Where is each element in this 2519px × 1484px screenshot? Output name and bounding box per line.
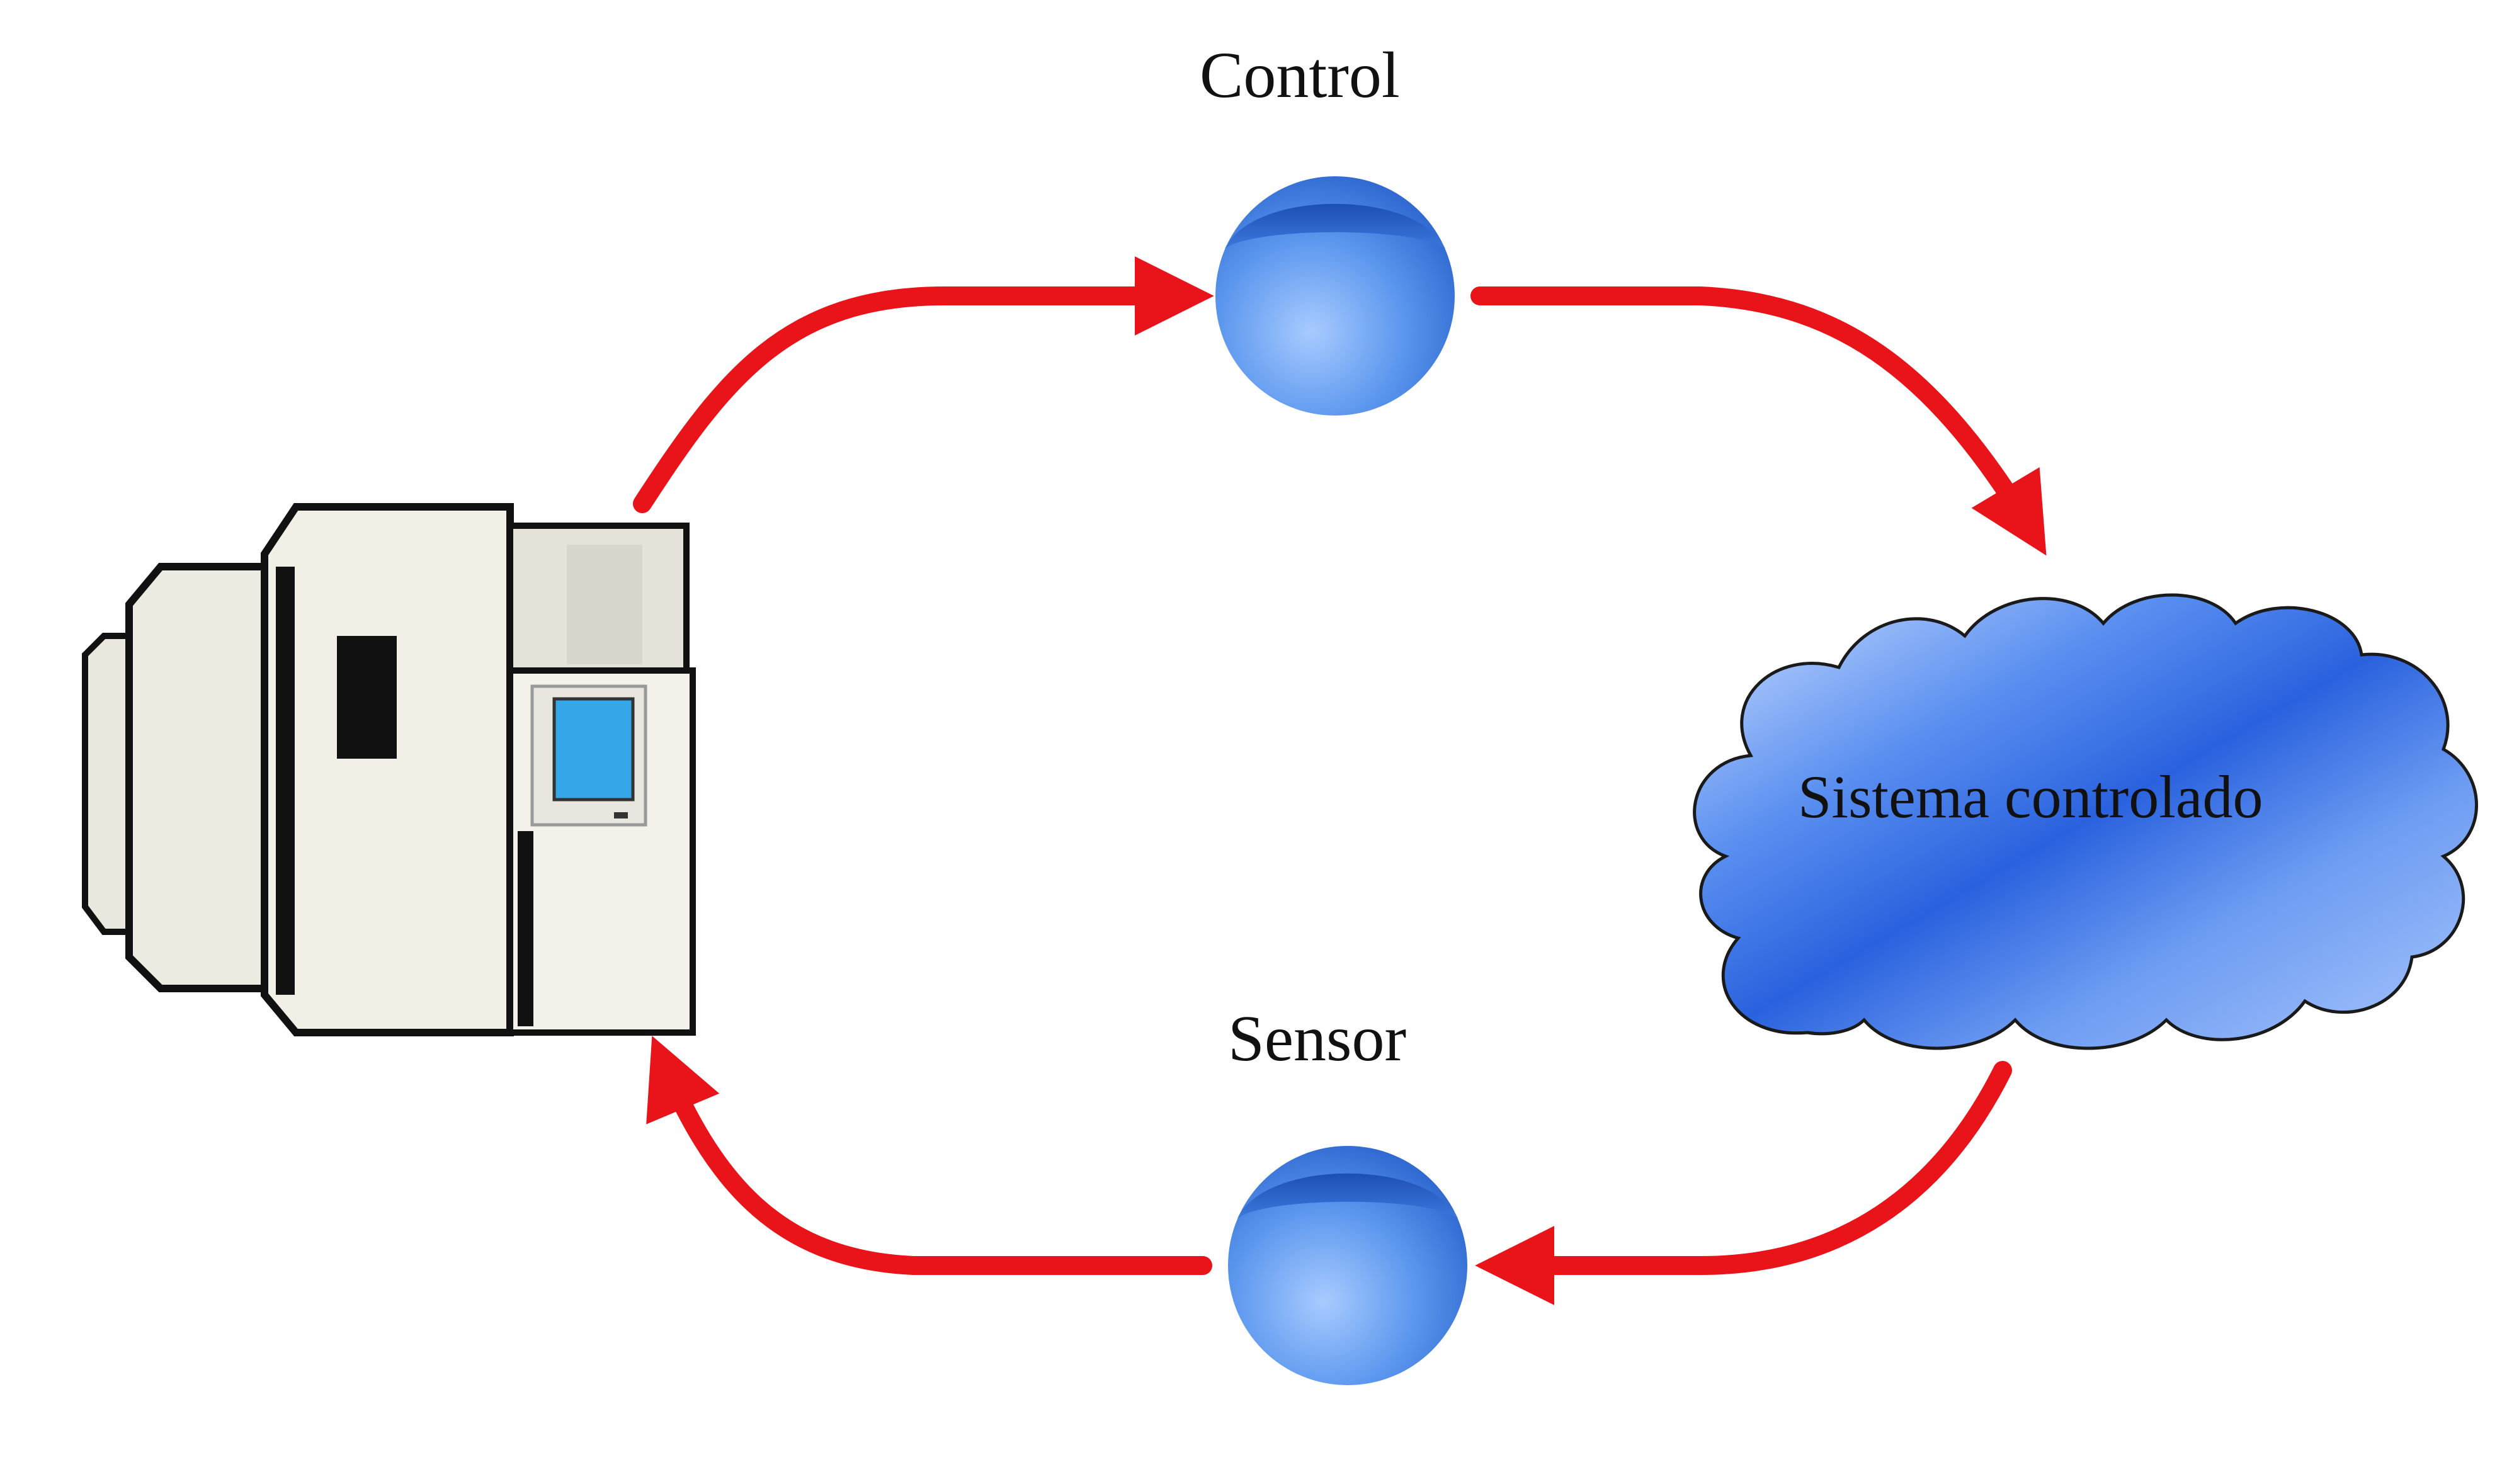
arrow-system-to-sensor [1475,1061,2012,1305]
control-node [1215,176,1455,416]
system-label: Sistema controlado [1798,763,2263,830]
sensor-label: Sensor [1228,1002,1407,1075]
sensor-node [1228,1146,1467,1385]
arrow-control-to-system [1470,286,2047,556]
computer-cabinet-icon [82,503,696,1036]
arrow-sensor-to-computer [646,1036,1212,1275]
arrow-computer-to-control [633,256,1214,513]
cloud-icon [1693,593,2478,1050]
control-label: Control [1200,39,1400,111]
